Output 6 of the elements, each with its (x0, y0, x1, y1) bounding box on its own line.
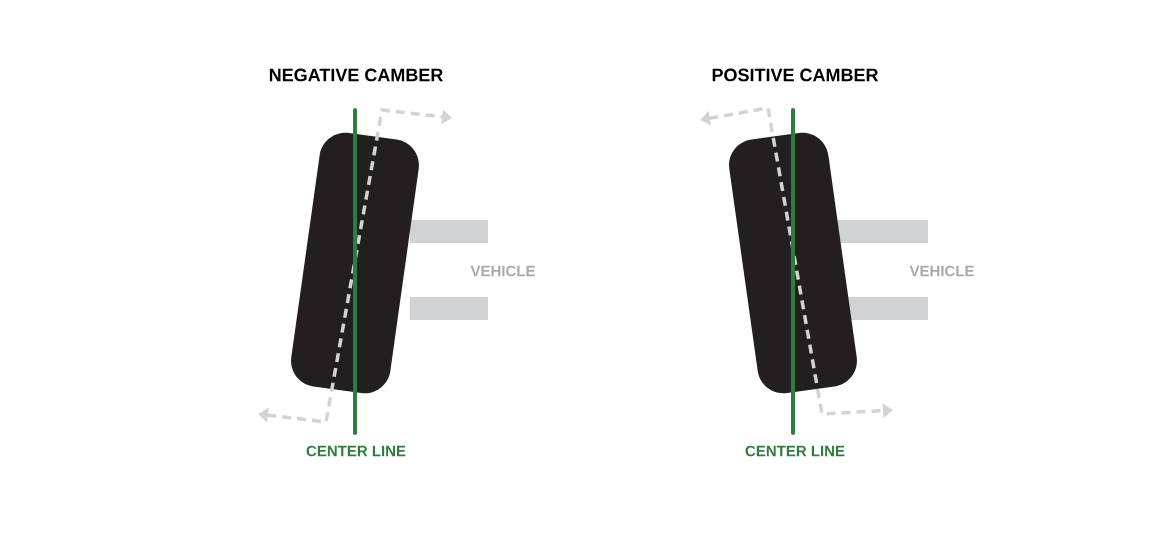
center-line-label: CENTER LINE (745, 445, 845, 457)
panel-heading: POSITIVE CAMBER (712, 68, 879, 82)
vehicle-label: VEHICLE (909, 265, 974, 277)
vehicle-label: VEHICLE (470, 265, 535, 277)
panel-heading: NEGATIVE CAMBER (269, 68, 443, 82)
center-line-label: CENTER LINE (306, 445, 406, 457)
